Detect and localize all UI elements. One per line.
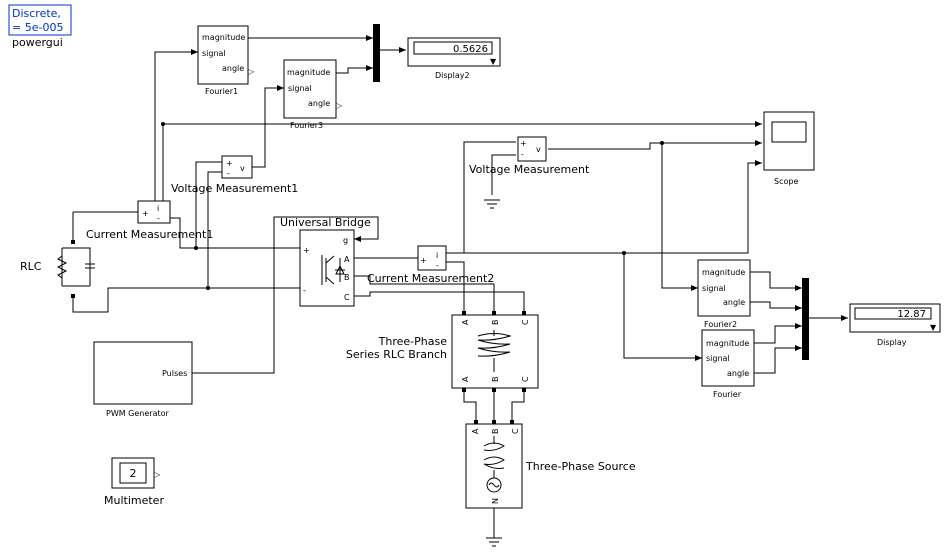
rlc-branch-bot-b: B [491,377,500,383]
three-phase-source-block[interactable]: A B C N Three-Phase Source [465,420,636,509]
mux-bar-display2[interactable] [373,24,380,82]
powergui-mode-line2: = 5e-005 [12,21,63,34]
fourier-out-angle: angle [727,369,749,378]
pwm-out-pulses: Pulses [162,369,187,378]
vm1-minus: - [227,169,230,178]
multimeter-out-arrow-icon: ▷ [154,470,161,479]
rlc-branch-bot-a: A [461,376,470,382]
vm-label: Voltage Measurement [469,163,590,176]
source-port-n: N [491,498,500,504]
source-label: Three-Phase Source [525,460,636,473]
cm2-out: i [436,251,438,260]
fourier-label: Fourier [713,390,742,399]
multimeter-label: Multimeter [104,494,164,507]
mux-bar-display[interactable] [802,278,809,360]
vm-out: v [536,145,541,154]
vm-plus: + [520,139,527,148]
fourier2-label: Fourier2 [704,320,737,329]
display-value: 12.87 [897,309,926,320]
fourier1-out-angle: angle [222,64,244,73]
scope-block[interactable]: Scope [763,111,815,186]
ac-source-icon [486,477,502,493]
fourier2-in-signal: signal [702,284,726,293]
source-port-c: C [511,428,520,434]
fourier3-out-angle: angle [308,99,330,108]
vm-minus: - [521,150,524,159]
display2-dropdown-icon: ▼ [490,57,497,66]
fourier1-angle-arrow-icon: ▷ [248,67,255,76]
rlc-branch-label-line2: Series RLC Branch [346,348,447,361]
fourier1-label: Fourier1 [205,87,238,96]
source-coil-icon [483,436,505,478]
powergui-mode-line1: Discrete, [12,7,61,20]
rlc-branch-top-a: A [461,319,470,325]
fourier1-block[interactable]: magnitude signal angle ▷ Fourier1 [197,25,255,96]
fourier-block[interactable]: magnitude signal angle Fourier [701,329,755,399]
fourier2-out-mag: magnitude [702,268,745,277]
bridge-port-b: B [344,273,350,282]
cm2-label: Current Measurement2 [367,272,494,285]
cm1-label: Current Measurement1 [86,228,213,241]
display-block[interactable]: 12.87 ▼ Display [849,303,941,347]
signal-wires [72,35,848,547]
three-phase-rlc-branch-block[interactable]: A B C A B C Three-Phase Series RLC Branc… [346,311,539,392]
fourier3-angle-arrow-icon: ▷ [336,101,343,110]
powergui-label: powergui [12,36,63,49]
cm1-minus: - [157,214,160,223]
bridge-label: Universal Bridge [280,216,371,229]
current-measurement1-block[interactable]: + i - Current Measurement1 [86,200,213,241]
vm1-label: Voltage Measurement1 [171,182,298,195]
rlc-branch-bot-c: C [521,376,530,382]
cm2-minus: - [436,261,439,270]
display2-value: 0.5626 [453,44,488,55]
vm1-plus: + [226,159,233,168]
vm1-out: v [240,164,245,173]
display2-label: Display2 [435,71,470,80]
fourier1-in-signal: signal [202,49,226,58]
rlc-label: RLC [20,260,42,273]
igbt-icon [321,255,345,285]
current-measurement2-block[interactable]: + i - Current Measurement2 [367,245,494,285]
multimeter-block[interactable]: 2 ▷ Multimeter [104,457,164,507]
cm1-out: i [157,204,159,213]
fourier3-in-signal: signal [288,84,312,93]
bridge-port-c: C [344,293,350,302]
bridge-port-minus: - [303,286,306,295]
universal-bridge-block[interactable]: + - g A B C Universal Bridge [280,216,371,307]
bridge-port-g: g [343,236,348,245]
pwm-label: PWM Generator [106,409,170,418]
voltage-measurement1-block[interactable]: + - v Voltage Measurement1 [171,155,298,195]
scope-label: Scope [774,177,798,186]
pwm-generator-block[interactable]: Pulses PWM Generator [93,341,193,418]
fourier3-out-mag: magnitude [287,68,330,77]
source-port-a: A [471,428,480,434]
fourier3-label: Fourier3 [290,121,323,130]
coil-icon [477,330,512,372]
bridge-port-plus: + [303,246,310,255]
fourier-out-mag: magnitude [706,339,749,348]
rlc-branch-top-c: C [521,319,530,325]
fourier2-out-angle: angle [723,298,745,307]
display2-block[interactable]: 0.5626 ▼ Display2 [407,37,501,80]
fourier2-block[interactable]: magnitude signal angle Fourier2 [697,259,751,329]
powergui-block[interactable]: Discrete, = 5e-005 powergui [8,4,72,49]
fourier3-block[interactable]: magnitude signal angle ▷ Fourier3 [283,59,343,130]
display-dropdown-icon: ▼ [930,323,937,332]
display-label: Display [877,338,907,347]
rlc-branch-label-line1: Three-Phase [378,335,448,348]
rlc-branch-top-b: B [491,320,500,326]
source-port-b: B [491,429,500,435]
voltage-measurement-block[interactable]: + - v Voltage Measurement [469,136,590,176]
fourier-in-signal: signal [706,354,730,363]
multimeter-value: 2 [130,467,137,480]
rlc-block[interactable]: RLC [20,240,95,298]
fourier1-out-mag: magnitude [202,33,245,42]
cm1-plus: + [142,209,149,218]
cm2-plus: + [420,256,427,265]
bridge-port-a: A [344,255,350,264]
